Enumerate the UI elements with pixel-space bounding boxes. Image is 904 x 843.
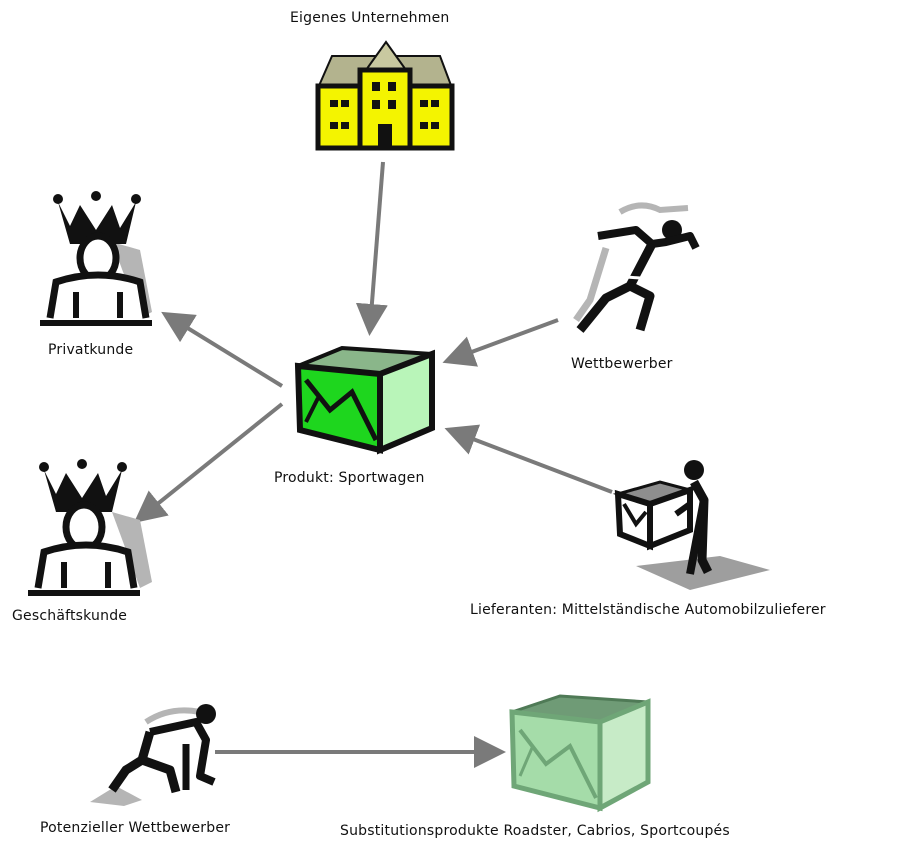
potential-competitor-label: Potenzieller Wettbewerber: [40, 820, 231, 836]
runner-icon: [573, 202, 700, 333]
king-customer-icon: [28, 459, 152, 596]
suppliers-label: Lieferanten: Mittelständische Automobilz…: [470, 602, 826, 618]
substitutes-label: Substitutionsprodukte Roadster, Cabrios,…: [340, 823, 730, 839]
building-icon: [315, 40, 455, 151]
king-customer-icon: [40, 191, 152, 326]
private-customer-label: Privatkunde: [48, 342, 134, 358]
company-label: Eigenes Unternehmen: [290, 10, 450, 26]
sprinter-start-icon: [90, 704, 216, 806]
person-carrying-box-icon: [612, 460, 770, 590]
arrow-product-to-private-customer: [161, 311, 284, 388]
box-icon: [294, 345, 435, 455]
arrow-product-to-business-customer: [133, 402, 284, 524]
business-customer-label: Geschäftskunde: [12, 608, 128, 624]
competitor-label: Wettbewerber: [571, 356, 673, 372]
faded-box-icon: [509, 694, 651, 813]
arrows: [133, 161, 613, 768]
arrow-company-to-product: [355, 161, 388, 336]
arrow-supplier-to-product: [444, 424, 613, 494]
product-label: Produkt: Sportwagen: [274, 470, 425, 486]
arrow-competitor-to-product: [442, 318, 559, 367]
